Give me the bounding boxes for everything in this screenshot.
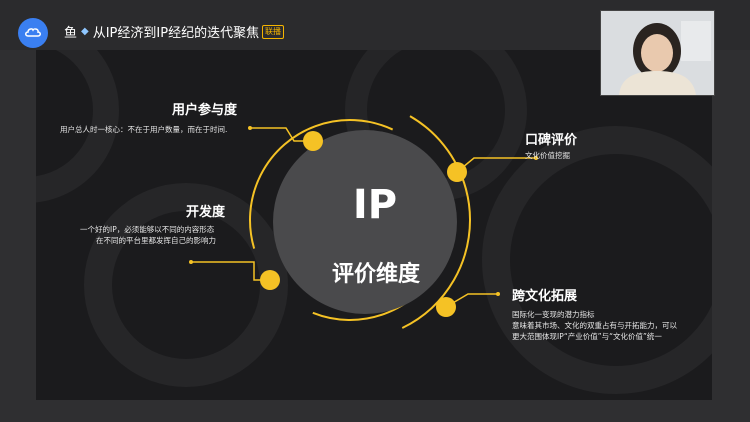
outer-arc-right — [229, 99, 471, 341]
center-ip-label: IP — [352, 182, 398, 228]
desc-development-line2: 在不同的平台里都发挥自己的影响力 — [96, 236, 216, 245]
heading-participation: 用户参与度 — [172, 103, 238, 118]
center-disc — [273, 130, 457, 314]
presenter-video — [601, 11, 714, 95]
desc-word-of-mouth: 文化价值挖掘 — [525, 151, 570, 160]
title-text: 从IP经济到IP经纪的迭代聚焦 — [92, 26, 260, 41]
desc-cross-culture-line1: 国际化一变现的潜力指标 — [512, 310, 595, 319]
presenter-webcam[interactable] — [600, 10, 715, 96]
bg-arc-right — [482, 126, 712, 394]
desc-development-line1: 一个好的IP，必须能够以不同的内容形态 — [80, 225, 215, 234]
title-prefix: 鱼 — [64, 26, 78, 41]
live-badge: 联播 — [262, 25, 284, 39]
desc-participation: 用户总人时一核心：不在于用户数量，而在于时间. — [60, 125, 228, 134]
dot-cross-culture — [496, 292, 500, 296]
dot-word-of-mouth — [534, 156, 538, 160]
heading-word-of-mouth: 口碑评价 — [525, 133, 578, 148]
node-participation — [303, 131, 323, 151]
dot-development — [189, 260, 193, 264]
cloud-icon — [25, 28, 41, 37]
dot-participation — [248, 126, 252, 130]
desc-cross-culture-line3: 更大范围体现IP“产业价值”与“文化价值”统一 — [512, 332, 662, 341]
heading-development: 开发度 — [186, 205, 226, 220]
fish-icon: ◆ — [81, 26, 89, 37]
center-subtitle: 评价维度 — [331, 262, 420, 287]
connector-word-of-mouth — [456, 157, 536, 173]
bottom-bar — [0, 400, 750, 422]
heading-cross-culture: 跨文化拓展 — [512, 289, 578, 304]
app-logo-icon[interactable] — [18, 18, 48, 48]
slide-graphics — [36, 50, 712, 394]
node-word-of-mouth — [447, 162, 467, 182]
node-cross-culture — [436, 297, 456, 317]
bg-arc-left — [36, 50, 119, 203]
presentation-slide — [36, 50, 712, 400]
node-development — [260, 270, 280, 290]
desc-cross-culture-line2: 意味着其市场、文化的双重占有与开拓能力，可以 — [512, 321, 677, 330]
meeting-title: 鱼 ◆ 从IP经济到IP经纪的迭代聚焦 — [64, 22, 259, 41]
